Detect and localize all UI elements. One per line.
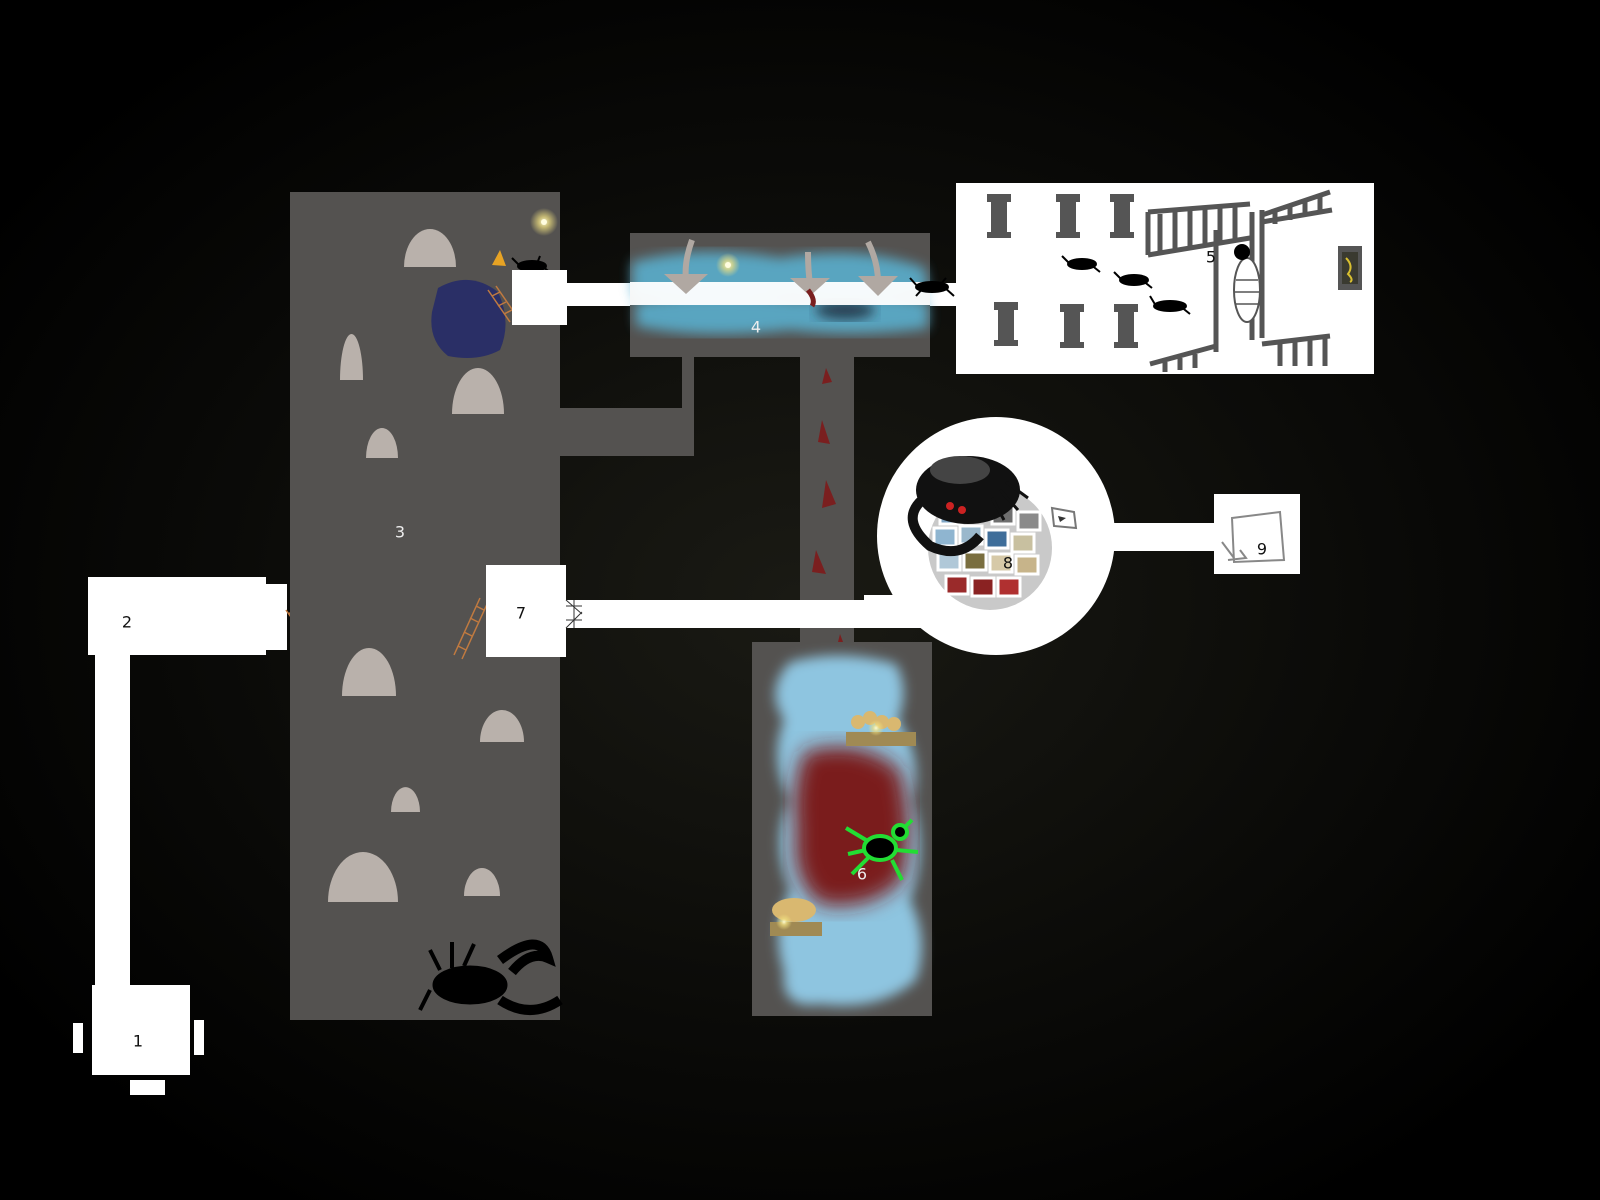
sign-icon	[1050, 506, 1078, 530]
room-9	[1214, 494, 1300, 574]
room-label-8: 8	[1002, 553, 1014, 573]
spider-icon	[844, 818, 919, 881]
torch-icon	[492, 208, 558, 266]
arrow-icon	[664, 238, 898, 296]
room-1	[73, 650, 204, 1095]
treasure-icon	[1338, 246, 1362, 290]
ladder-icon	[453, 597, 489, 660]
pillar-icon	[987, 194, 1138, 348]
ant-icon	[1061, 255, 1191, 315]
room-5	[956, 183, 1374, 374]
treasure-icon	[770, 711, 916, 936]
room-label-9: 9	[1256, 539, 1268, 559]
room-4	[630, 233, 955, 357]
web-icon	[565, 599, 583, 629]
room-2	[88, 577, 309, 655]
beetle-icon	[907, 456, 1029, 557]
room-label-3: 3	[394, 522, 406, 542]
mounds	[328, 229, 524, 902]
room-label-4: 4	[750, 317, 762, 337]
room-label-5: 5	[1205, 247, 1217, 267]
corridor-blood	[800, 357, 854, 650]
room-label-6: 6	[856, 864, 868, 884]
room-label-1: 1	[132, 1031, 144, 1051]
pool	[431, 279, 506, 358]
room-label-2: 2	[121, 612, 133, 632]
ant-icon	[909, 277, 955, 297]
room-8	[877, 417, 1222, 655]
scorpion-icon	[418, 939, 563, 1015]
room-6	[752, 642, 932, 1016]
room-label-7: 7	[515, 603, 527, 623]
larva-icon	[1233, 244, 1261, 323]
